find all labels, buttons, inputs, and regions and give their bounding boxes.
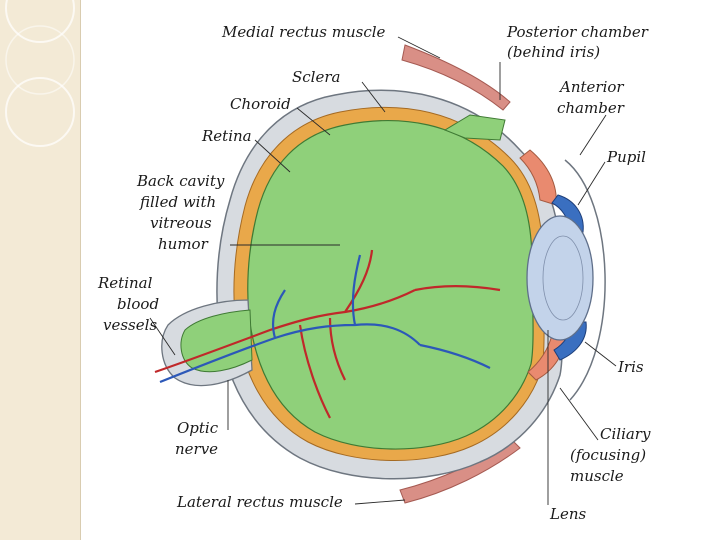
label-retinal-vessels-3: vessels (103, 316, 157, 334)
label-ciliary: Ciliary (600, 425, 651, 443)
label-posterior-chamber-sub: (behind iris) (507, 43, 600, 61)
label-lens: Lens (549, 505, 586, 523)
label-posterior-chamber: Posterior chamber (506, 23, 649, 41)
label-pupil: Pupil (606, 148, 646, 166)
label-back-cavity-2: filled with (139, 193, 216, 211)
cornea (564, 159, 606, 401)
leader-lines (149, 36, 617, 505)
label-iris: Iris (617, 358, 644, 376)
slide-decoration-strip (0, 0, 80, 540)
lens-inner (542, 235, 584, 321)
label-ciliary-3: muscle (570, 467, 624, 485)
label-anterior-chamber-sub: chamber (557, 99, 625, 117)
label-optic-nerve-2: nerve (175, 440, 218, 458)
label-retinal-vessels: Retinal (97, 274, 153, 292)
label-retina: Retina (201, 127, 252, 145)
label-back-cavity: Back cavity (136, 172, 225, 190)
label-back-cavity-4: humor (158, 235, 209, 253)
slide-divider (80, 0, 81, 540)
decorative-circles (5, 0, 75, 147)
label-anterior-chamber: Anterior (558, 78, 624, 96)
label-back-cavity-3: vitreous (150, 214, 212, 232)
label-medial-rectus: Medial rectus muscle (221, 23, 386, 41)
label-optic-nerve: Optic (177, 419, 219, 437)
medial-rectus-muscle (401, 44, 511, 111)
label-ciliary-2: (focusing) (570, 446, 646, 464)
label-choroid: Choroid (230, 95, 291, 113)
label-lateral-rectus: Lateral rectus muscle (176, 493, 343, 511)
vitreous-humor (247, 120, 534, 450)
retinal-vein (159, 254, 491, 384)
label-sclera: Sclera (292, 68, 340, 86)
retinal-artery (154, 249, 501, 419)
label-retinal-vessels-2: blood (117, 295, 159, 313)
ciliary-muscle (519, 149, 557, 206)
cutaway-section (443, 114, 506, 141)
